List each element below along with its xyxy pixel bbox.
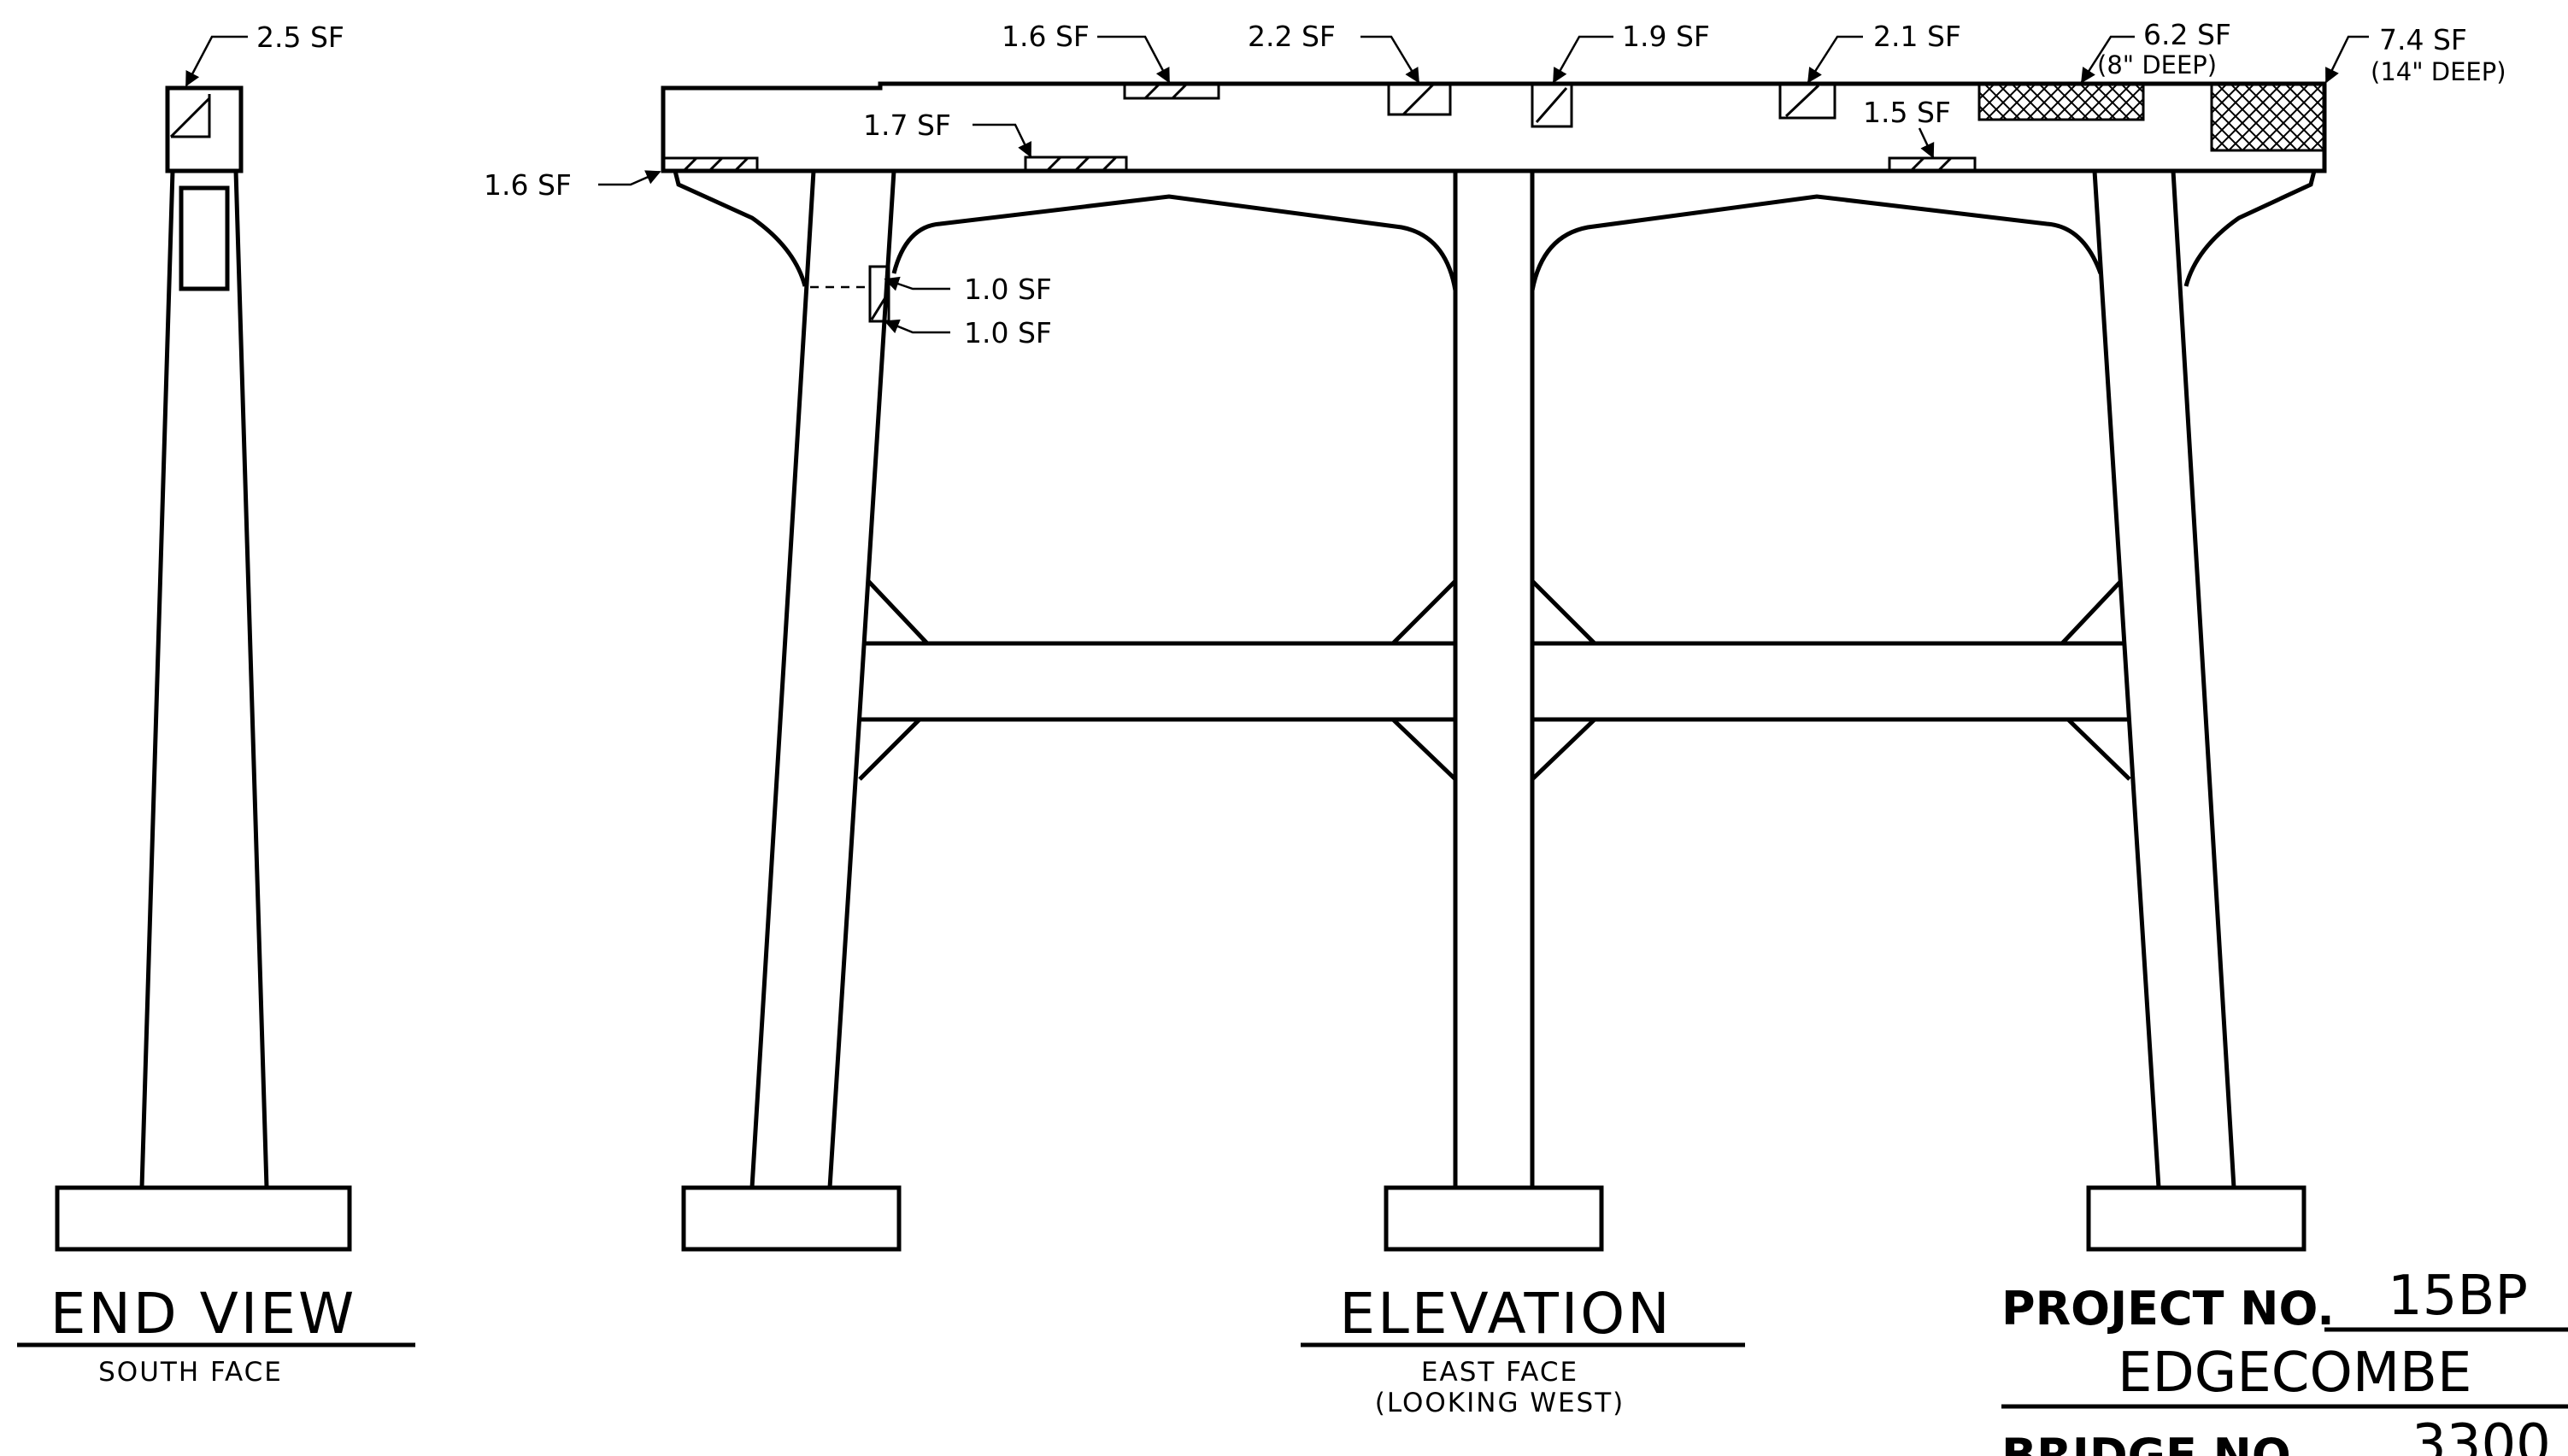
elevation-view: 1.6 SF 1.6 SF 1.7 SF 2.2 SF 1.9 SF 2.1 S… [484,18,2506,1252]
repair-crosshatch-74 [2210,82,2326,152]
repair-top-22 [1387,82,1452,116]
bridge-no-label: BRIDGE NO. [2001,1429,2307,1456]
label-column-upper: 1.0 SF [964,273,1052,306]
label-left-end: 1.6 SF [484,168,572,202]
strut-haunches [858,579,2131,781]
end-view-repair-label: 2.5 SF [256,21,344,54]
county-name: EDGECOMBE [2118,1342,2471,1405]
center-column [1453,171,1535,1188]
elevation-title: ELEVATION [1339,1281,1672,1347]
bridge-no-value: 3300 [2412,1413,2551,1456]
label-crosshatch-74-depth: (14" DEEP) [2371,57,2506,86]
right-column [2092,170,2236,1189]
label-bottom-17: 1.7 SF [863,109,951,142]
center-footing [1384,1185,1604,1252]
end-view-footing [55,1185,352,1252]
left-footing [681,1185,902,1252]
end-view-repair-patch [169,94,211,138]
right-bay-soffit [1530,194,2103,291]
repair-crosshatch-62 [1977,82,2145,121]
end-view-subtitle: SOUTH FACE [98,1357,283,1388]
label-crosshatch-74: 7.4 SF [2379,23,2467,56]
label-top-22: 2.2 SF [1248,20,1336,53]
end-view-repair-leader [185,35,248,87]
label-column-lower: 1.0 SF [964,316,1052,349]
label-top-19: 1.9 SF [1622,20,1710,53]
repair-column-patch [868,265,890,323]
end-view-column-recess [179,185,230,291]
title-block: PROJECT NO. 15BP EDGECOMBE BRIDGE NO. 33… [2001,1265,2568,1456]
label-top-16: 1.6 SF [1002,20,1090,53]
left-bay-soffit [891,194,1458,291]
left-column [749,170,896,1189]
left-haunch [673,170,808,287]
end-view-column [139,170,269,1189]
view-titles: END VIEW SOUTH FACE ELEVATION EAST FACE … [17,1281,1745,1418]
label-crosshatch-62: 6.2 SF [2143,18,2231,51]
end-view-cap [165,85,244,173]
repair-top-21 [1778,82,1836,120]
strut-beams [860,641,2128,722]
elevation-subtitle-1: EAST FACE [1421,1357,1578,1388]
repair-top-19 [1531,82,1573,128]
repair-patches [661,82,2326,323]
label-bottom-15: 1.5 SF [1863,96,1951,129]
repair-top-16 [1123,82,1220,100]
elevation-subtitle-2: (LOOKING WEST) [1375,1388,1625,1418]
right-haunch [2183,170,2317,287]
project-no-value: 15BP [2388,1265,2528,1328]
project-no-label: PROJECT NO. [2001,1282,2335,1336]
end-view-title: END VIEW [50,1281,356,1347]
end-view: 2.5 SF [55,21,352,1252]
right-footing [2086,1185,2306,1252]
label-top-21: 2.1 SF [1873,20,1961,53]
repair-leaders [598,35,2369,334]
label-crosshatch-62-depth: (8" DEEP) [2097,50,2217,79]
